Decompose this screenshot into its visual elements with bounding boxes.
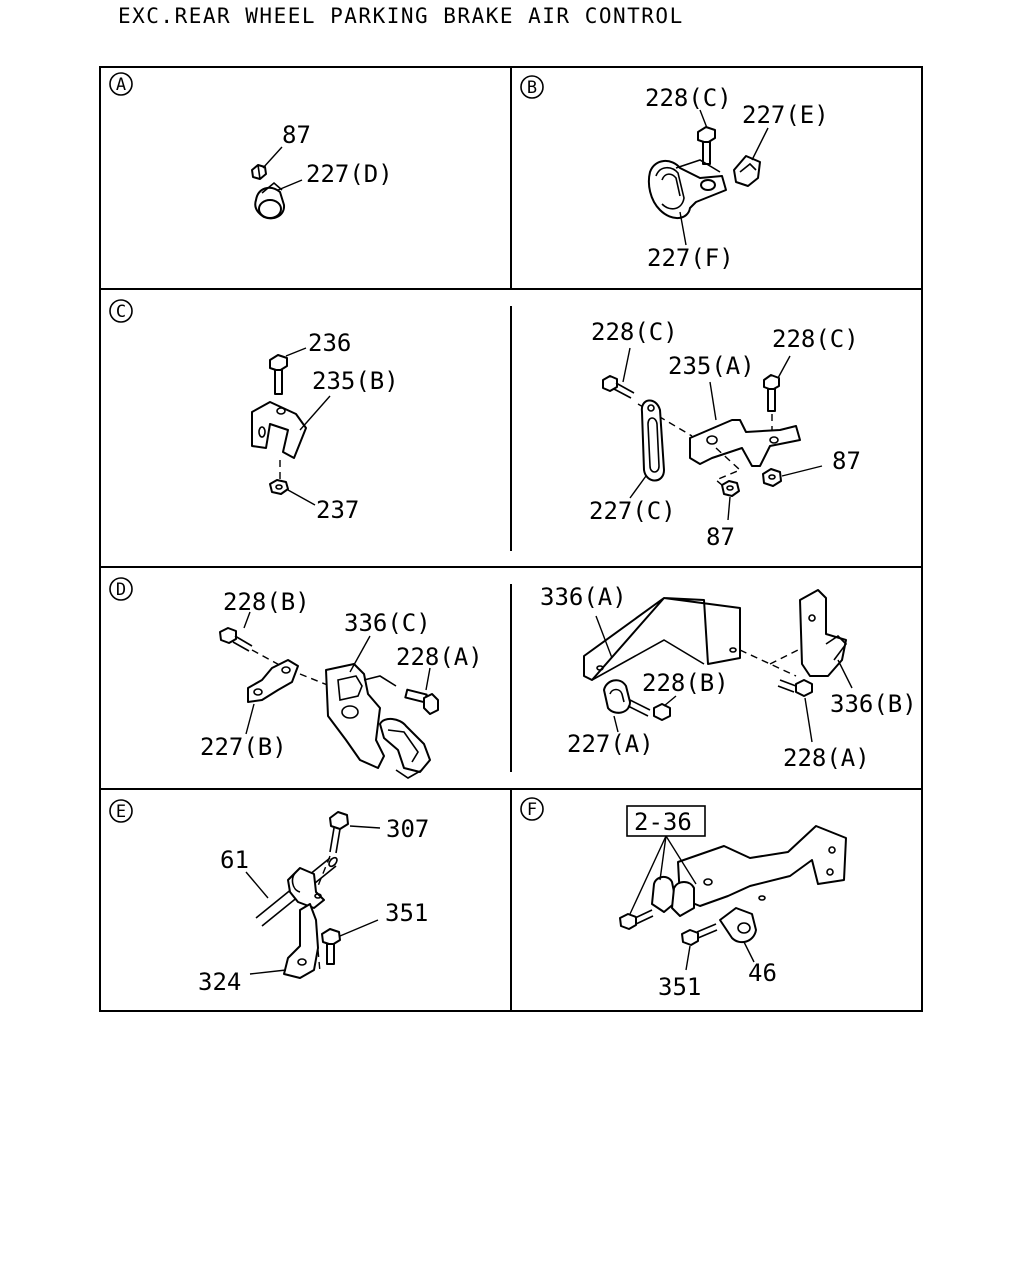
bolt-228a-drawing — [404, 688, 439, 715]
section-d-marker: D — [109, 577, 133, 601]
label-351-e: 351 — [385, 899, 428, 927]
clip-227c-drawing — [640, 399, 665, 482]
clip-227d-drawing — [254, 181, 286, 220]
section-a-marker: A — [109, 72, 133, 96]
label-227a: 227(A) — [567, 730, 654, 758]
section-d: D 228( — [109, 577, 483, 779]
section-e-marker: E — [109, 799, 133, 823]
section-c-marker: C — [109, 299, 133, 323]
nut-87-drawing — [251, 164, 267, 180]
label-336a: 336(A) — [540, 583, 627, 611]
clip-227a-drawing — [603, 679, 631, 714]
diagram-grid — [99, 66, 923, 1012]
label-324: 324 — [198, 968, 241, 996]
bracket-336b-drawing — [799, 589, 848, 677]
label-307: 307 — [386, 815, 429, 843]
nut-87-right-drawing — [762, 468, 782, 487]
label-228a-right: 228(A) — [783, 744, 870, 772]
label-87-bottom: 87 — [706, 523, 735, 551]
label-87-right: 87 — [832, 447, 861, 475]
section-f: F 2-36 — [520, 797, 847, 1001]
bracket-f-drawing — [677, 825, 847, 907]
svg-text:A: A — [116, 75, 126, 95]
bolt-f-left-drawing — [619, 909, 654, 930]
label-227d: 227(D) — [306, 160, 393, 188]
label-228b-right: 228(B) — [642, 669, 729, 697]
svg-text:F: F — [527, 800, 537, 820]
bracket-336a-drawing — [583, 597, 741, 681]
label-228c-right: 228(C) — [772, 325, 859, 353]
clamp-227b-drawing — [247, 659, 299, 703]
bolt-228b-right-drawing — [627, 699, 671, 721]
section-e: E 307 61 351 — [109, 799, 429, 996]
bolt-228b-drawing — [219, 627, 253, 652]
bolt-351-f-drawing — [681, 923, 718, 946]
label-228c: 228(C) — [645, 84, 732, 112]
bolt-228c-left-drawing — [602, 375, 635, 399]
label-336c: 336(C) — [344, 609, 431, 637]
svg-text:C: C — [116, 302, 126, 322]
bolt-228c-right-drawing — [763, 374, 780, 412]
label-235a: 235(A) — [668, 352, 755, 380]
section-a: A 87 227(D) — [109, 72, 393, 220]
nut-87-bottom-drawing — [721, 480, 740, 497]
svg-text:D: D — [116, 580, 126, 600]
section-d-right: 336(A) 228(B) 336(B) 227(A) 228(A) — [540, 583, 917, 772]
label-228a: 228(A) — [396, 643, 483, 671]
label-237: 237 — [316, 496, 359, 524]
bolt-228c-drawing — [697, 126, 716, 165]
bolt-307-drawing — [329, 811, 349, 854]
bolt-351-e-drawing — [321, 928, 341, 965]
clamp-f-left-drawing — [651, 876, 695, 917]
bracket-235b-drawing — [251, 401, 307, 459]
label-236: 236 — [308, 329, 351, 357]
label-336b: 336(B) — [830, 690, 917, 718]
section-f-marker: F — [520, 797, 544, 821]
section-c: C 236 235(B) 237 — [109, 299, 399, 524]
section-c-right: 228(C) 235(A) 228(C) 87 227(C) 87 — [589, 318, 861, 551]
label-2-36: 2-36 — [634, 808, 692, 836]
label-228b: 228(B) — [223, 588, 310, 616]
label-227e: 227(E) — [742, 101, 829, 129]
clip-227e-drawing — [733, 155, 761, 187]
bolt-236-drawing — [269, 354, 288, 395]
label-235b: 235(B) — [312, 367, 399, 395]
clamp-227f-drawing — [647, 159, 727, 219]
label-227c: 227(C) — [589, 497, 676, 525]
clamp-46-drawing — [719, 907, 757, 944]
label-228c-left: 228(C) — [591, 318, 678, 346]
svg-text:E: E — [116, 802, 126, 822]
nut-237-drawing — [269, 479, 289, 495]
label-46: 46 — [748, 959, 777, 987]
label-227f: 227(F) — [647, 244, 734, 272]
svg-text:B: B — [527, 78, 537, 98]
hose-clip-d-drawing — [379, 718, 431, 779]
bolt-228a-right-drawing — [777, 679, 813, 697]
label-351-f: 351 — [658, 973, 701, 1001]
label-61: 61 — [220, 846, 249, 874]
label-227b: 227(B) — [200, 733, 287, 761]
bracket-235a-drawing — [689, 419, 801, 491]
label-87: 87 — [282, 121, 311, 149]
section-b-marker: B — [520, 75, 544, 99]
bracket-336c-drawing — [325, 663, 397, 769]
diagram-title: EXC.REAR WHEEL PARKING BRAKE AIR CONTROL — [118, 4, 684, 28]
section-b: B 228(C) 227(E) 227(F) — [520, 75, 829, 272]
clamp-e-drawing — [287, 867, 325, 909]
bracket-324-drawing — [283, 903, 319, 979]
